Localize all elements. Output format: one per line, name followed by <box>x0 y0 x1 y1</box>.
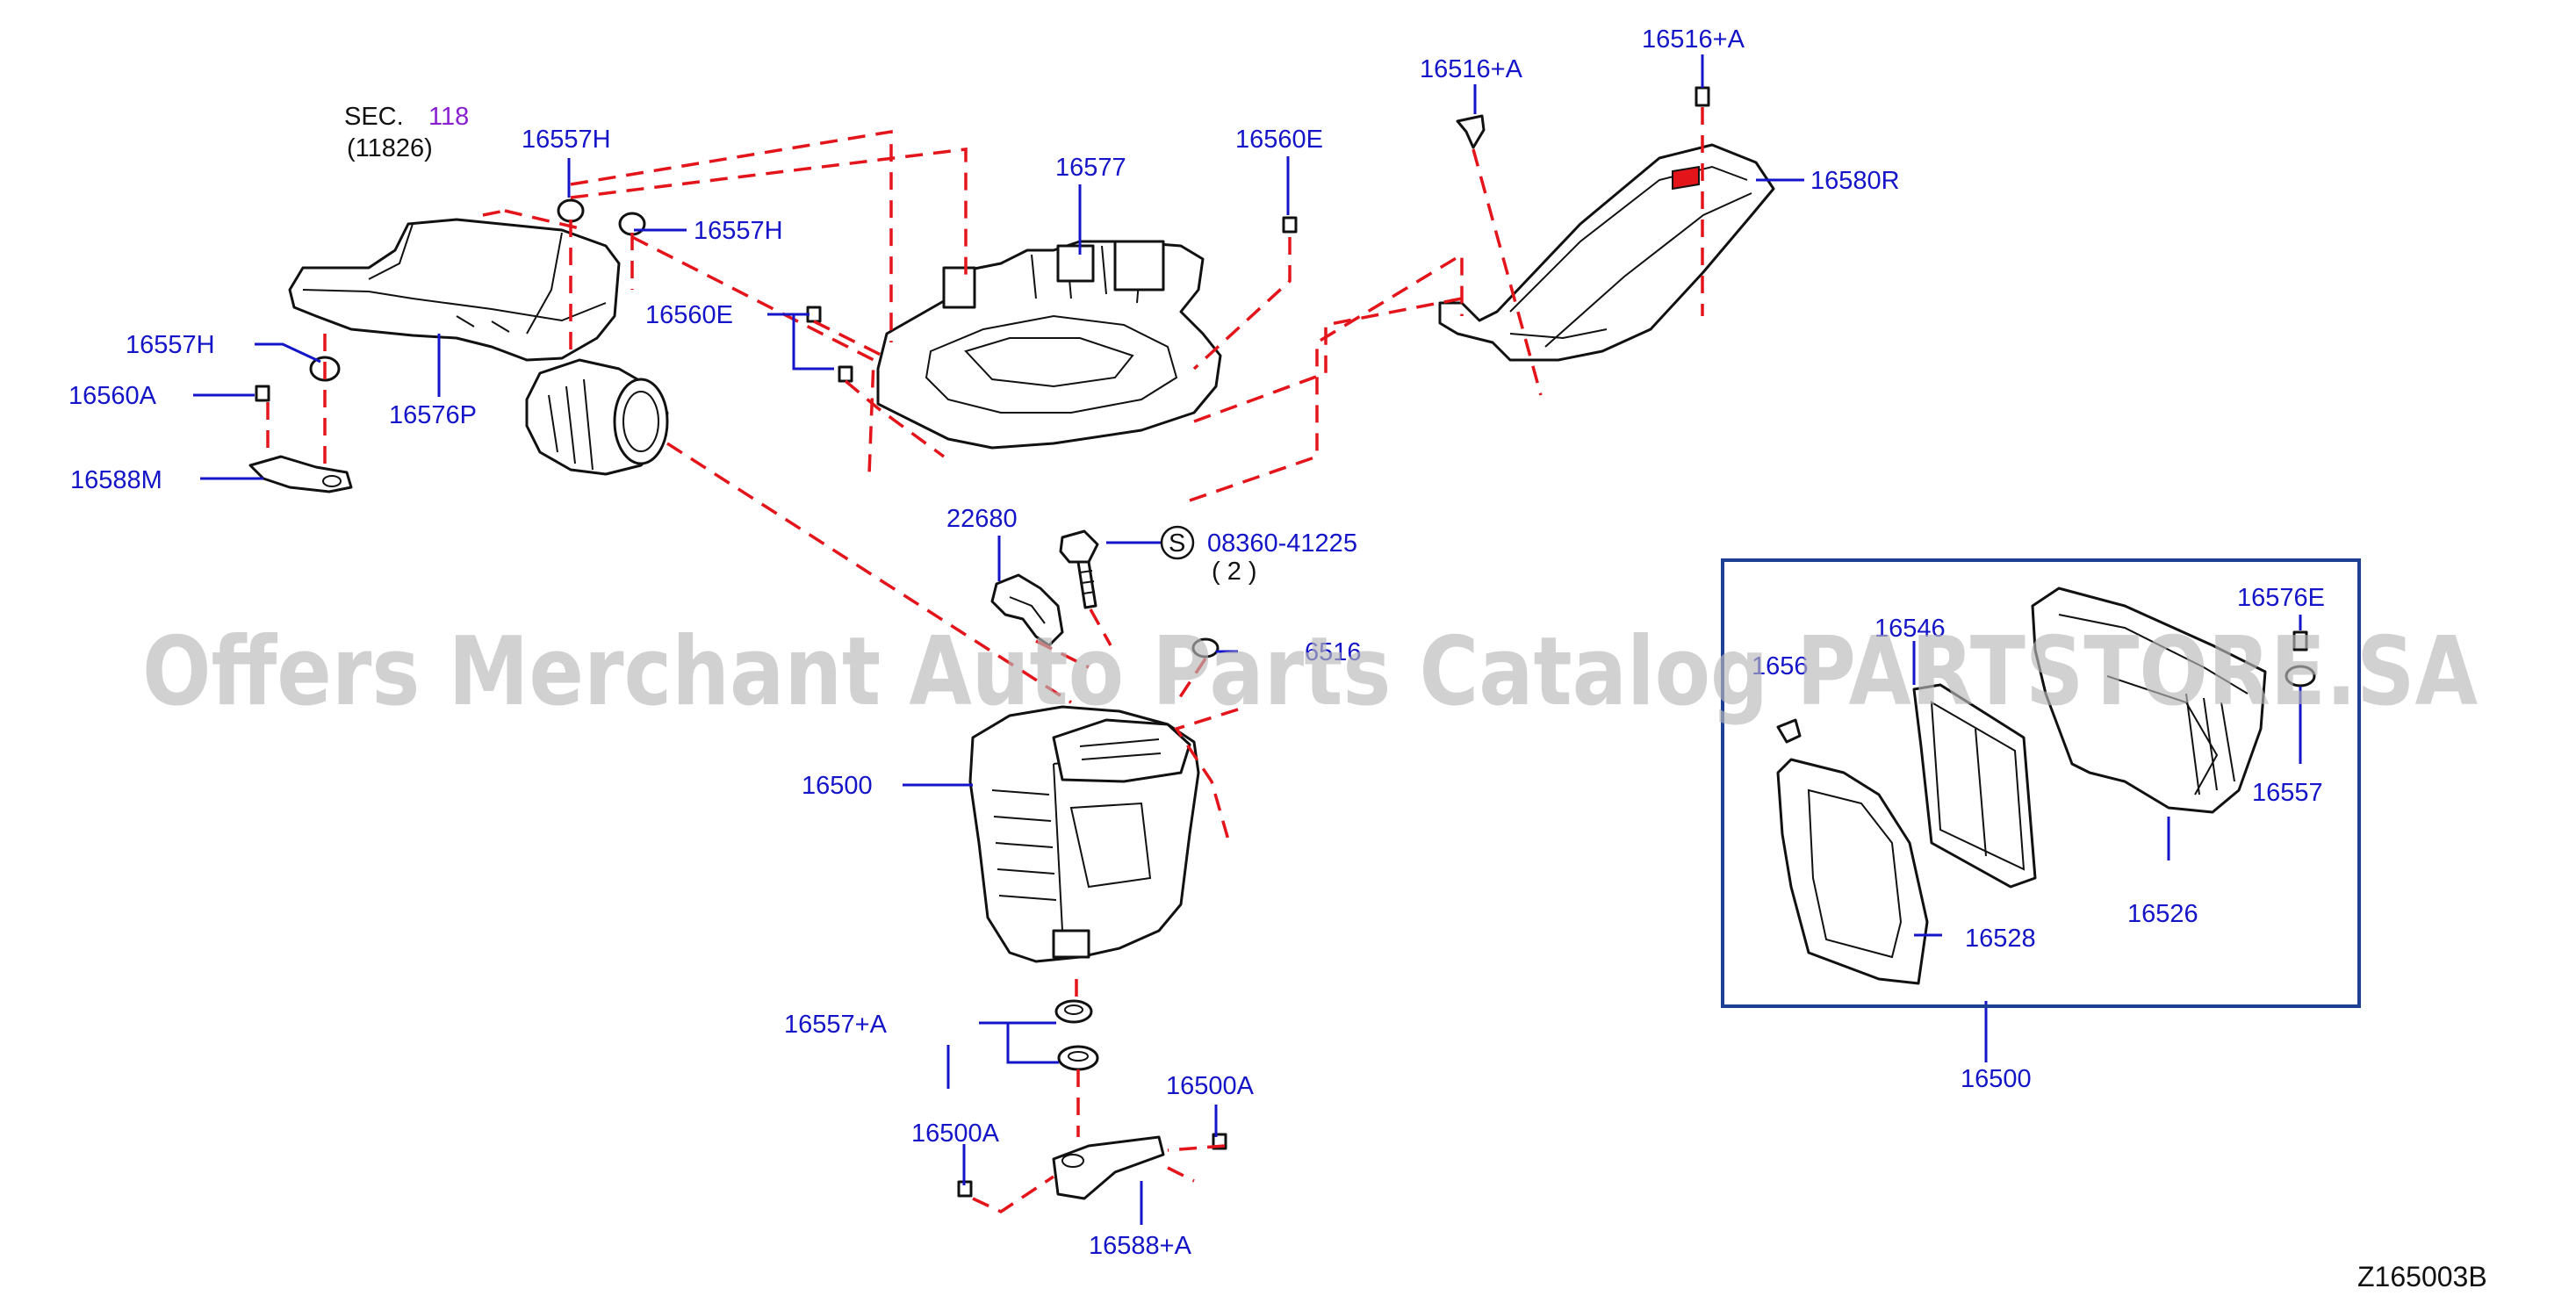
sec-ref: (11826) <box>347 134 433 162</box>
label-16576E[interactable]: 16576E <box>2237 584 2325 612</box>
label-16576P[interactable]: 16576P <box>389 401 477 429</box>
kit-box <box>1721 558 2361 1008</box>
air-duct-16580R <box>1438 143 1775 362</box>
clip-16516A-2 <box>1695 86 1710 107</box>
bolt-16560A <box>255 385 270 402</box>
grommet-16557A-upper <box>1054 999 1093 1024</box>
label-16516[interactable]: 6516 <box>1305 638 1362 666</box>
bracket-16588M <box>248 455 353 493</box>
label-16560A[interactable]: 16560A <box>68 382 157 410</box>
label-16588M[interactable]: 16588M <box>70 466 162 494</box>
s-symbol: S <box>1169 529 1185 558</box>
label-16500-kit[interactable]: 16500 <box>1961 1065 2032 1093</box>
label-16557H-right[interactable]: 16557H <box>694 217 783 245</box>
clip-16516A-1 <box>1456 114 1486 149</box>
label-16557H-top[interactable]: 16557H <box>522 126 611 154</box>
air-cleaner-cover-16526 <box>2031 587 2267 814</box>
diagram-code: Z165003B <box>2357 1261 2487 1292</box>
s-symbol-circle <box>1160 525 1195 560</box>
bracket-16588A <box>1052 1135 1165 1200</box>
bolt-08360-41225 <box>1059 529 1099 609</box>
grommet-16557 <box>2285 665 2316 687</box>
clip-16557H-1 <box>557 198 585 223</box>
bolt-16576E <box>2292 630 2308 652</box>
watermark: Offers Merchant Auto Parts Catalog PARTS… <box>142 617 2478 727</box>
label-16557[interactable]: 16557 <box>2252 779 2323 807</box>
duct-16528 <box>1776 758 1929 985</box>
connector-lines <box>266 107 1704 1214</box>
label-16516A-left[interactable]: 16516+A <box>1420 55 1523 83</box>
label-1656x[interactable]: 1656 <box>1752 652 1809 680</box>
clip-16516 <box>1191 637 1220 659</box>
label-16528[interactable]: 16528 <box>1965 925 2036 953</box>
label-16557H-left[interactable]: 16557H <box>126 331 215 359</box>
bolt-16560E-2 <box>838 365 853 383</box>
label-16526[interactable]: 16526 <box>2127 900 2198 928</box>
label-22680[interactable]: 22680 <box>946 505 1018 533</box>
label-16560E-right[interactable]: 16560E <box>1235 126 1323 154</box>
label-16500-main[interactable]: 16500 <box>802 772 873 800</box>
sec-number[interactable]: 118 <box>428 103 469 131</box>
label-16500A-left[interactable]: 16500A <box>911 1119 1000 1148</box>
quantity: ( 2 ) <box>1212 558 1257 586</box>
part-labels: SEC. 118 (11826) 16557H 16557H 16557H 16… <box>68 25 2487 1292</box>
label-16516A-right[interactable]: 16516+A <box>1642 25 1745 54</box>
label-16580R[interactable]: 16580R <box>1810 167 1900 195</box>
grommet-16557A-lower <box>1057 1045 1099 1071</box>
label-16557A[interactable]: 16557+A <box>784 1011 888 1039</box>
air-filter-element-16546 <box>1912 683 2037 889</box>
label-16577[interactable]: 16577 <box>1055 154 1126 182</box>
resonator-16577 <box>876 240 1222 450</box>
leader-lines <box>193 54 2302 1225</box>
clip-1656x <box>1776 718 1802 744</box>
bolt-16560E-1 <box>806 306 822 323</box>
bolt-16560E-3 <box>1282 216 1298 234</box>
label-16560E-left[interactable]: 16560E <box>645 301 733 329</box>
sec-label: SEC. <box>344 103 404 131</box>
mass-air-flow-sensor-22680 <box>990 573 1064 647</box>
label-16500A-right[interactable]: 16500A <box>1166 1072 1255 1100</box>
intake-hose <box>525 358 669 476</box>
label-16546[interactable]: 16546 <box>1874 615 1946 643</box>
air-cleaner-16500 <box>968 705 1200 963</box>
label-16588A[interactable]: 16588+A <box>1089 1232 1192 1260</box>
label-08360-41225[interactable]: 08360-41225 <box>1207 529 1357 558</box>
